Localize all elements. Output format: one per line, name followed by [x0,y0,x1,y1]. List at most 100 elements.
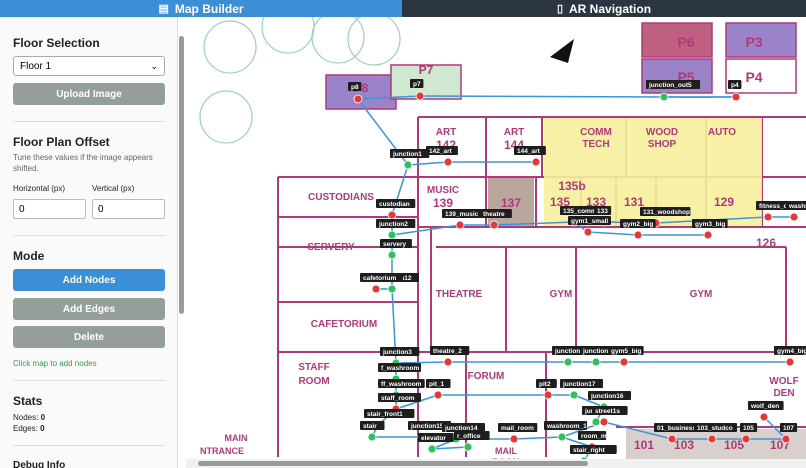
room-label: 135 [550,195,570,209]
map-node[interactable]: gym1_small [568,216,611,237]
map-node[interactable]: 144_art [514,146,546,167]
offset-hint: Tune these values if the image appears s… [13,153,153,173]
node-dot [659,92,669,102]
room-label: CUSTODIANS [308,192,374,203]
map-node[interactable]: gym2_big [620,219,656,240]
floor-plan-map[interactable]: P6P3P5P4P8P7ART142ART144COMMTECHWOODSHOP… [186,17,806,461]
node-label: street1s [595,408,620,415]
node-label: junction3 [382,349,412,356]
map-node[interactable]: theatre [480,209,512,230]
node-label: 139_music [445,211,479,218]
map-node[interactable]: 103_studco [694,423,737,444]
map-node[interactable]: cafetorium [360,273,403,294]
room-label: 135b [558,179,585,193]
room-label: P6 [677,34,694,50]
map-node[interactable]: p8 [348,82,363,104]
add-nodes-button[interactable]: Add Nodes [13,269,165,291]
room-label: 103 [674,438,694,452]
room-label: SHOP [648,139,677,150]
room-label: WOOD [646,127,678,138]
node-dot [619,357,629,367]
map-node[interactable]: 107 [780,423,798,444]
map-node[interactable]: theatre_2 [430,346,470,367]
node-label-bg [348,82,362,91]
map-node[interactable]: custodian [376,199,416,220]
tab-ar-navigation[interactable]: ▯ AR Navigation [402,0,806,17]
map-node[interactable]: washroom [786,201,806,222]
map-node[interactable]: junction1 [390,149,430,170]
scrollbar-thumb[interactable] [179,36,184,314]
node-dot [703,230,713,240]
edge-line [431,446,469,450]
map-node[interactable]: gym3_big [692,219,728,240]
floor-select[interactable]: Floor 1 ⌄ [13,56,165,76]
portable-building [390,64,462,100]
map-node[interactable]: pit_1 [426,379,451,400]
map-node[interactable]: wolf_den [748,401,784,422]
mode-hint: Click map to add nodes [13,359,97,368]
map-node[interactable]: p7 [410,79,425,101]
node-label-bg [568,216,611,225]
map-node[interactable]: washroom_1 [544,421,587,442]
vertical-offset-input[interactable]: 0 [92,199,165,219]
map-node[interactable]: p4 [728,80,742,102]
node-dot [557,432,567,442]
node-label: fitness_centre [759,203,803,210]
node-label: gym1_small [571,218,608,225]
node-dot [463,442,473,452]
node-label-bg [570,445,617,454]
node-label-bg [748,401,784,410]
scrollbar-thumb[interactable] [198,461,588,466]
tab-label: AR Navigation [569,1,652,16]
map-node[interactable]: street1s [592,406,628,427]
map-node[interactable]: junction2 [376,219,416,240]
map-node[interactable]: mail_room [498,423,538,444]
map-node[interactable]: servery [380,239,412,260]
map-node[interactable]: junction17 [560,379,603,400]
horizontal-offset-input[interactable]: 0 [13,199,86,219]
map-node[interactable]: junction_out5 [646,80,701,102]
tab-map-builder[interactable]: ▤ Map Builder [0,0,402,17]
map-node[interactable]: gym5_big [608,346,644,367]
room-label: SERVERY [307,242,355,253]
upload-image-button[interactable]: Upload Image [13,83,165,105]
map-node[interactable]: 105 [740,423,758,444]
node-label: junction17 [562,381,596,388]
add-edges-button[interactable]: Add Edges [13,298,165,320]
tab-label: Map Builder [174,1,244,16]
map-horizontal-scrollbar[interactable] [186,459,806,468]
node-dot [667,434,677,444]
room-label: STAFF [298,362,329,373]
room-label: NTRANCE [200,446,244,456]
map-node[interactable]: elevator [418,433,454,454]
node-label: washroom [788,203,806,210]
map-node[interactable]: 139_music [442,209,482,230]
node-dot [433,390,443,400]
node-label: theatre [483,211,505,218]
map-node[interactable]: pit2 [536,379,557,400]
nodes-stat-label: Nodes: [13,413,39,422]
node-dot [563,357,573,367]
node-label-bg [514,146,546,155]
map-node[interactable]: 01_business [654,423,701,444]
node-label: p4 [731,82,739,89]
node-label: pit2 [539,381,551,388]
node-dot [415,91,425,101]
node-dot [789,212,799,222]
map-node[interactable]: gym4_big [774,346,806,367]
node-dot [599,417,609,427]
node-label-bg [410,79,424,88]
floor-plan-canvas[interactable]: P6P3P5P4P8P7ART142ART144COMMTECHWOODSHOP… [186,17,806,461]
edge-line [603,421,673,440]
sidebar-scrollbar[interactable] [178,32,185,462]
node-label-bg [418,433,454,442]
node-dot [591,417,601,427]
node-label: washroom_1 [546,423,587,430]
map-node[interactable]: stair [360,421,385,442]
delete-button[interactable]: Delete [13,326,165,348]
room-label: 101 [634,438,654,452]
node-label-bg [360,273,403,282]
node-label-bg [786,201,806,210]
map-node[interactable]: r_office [454,431,490,452]
map-node[interactable]: 142_art [426,146,458,167]
